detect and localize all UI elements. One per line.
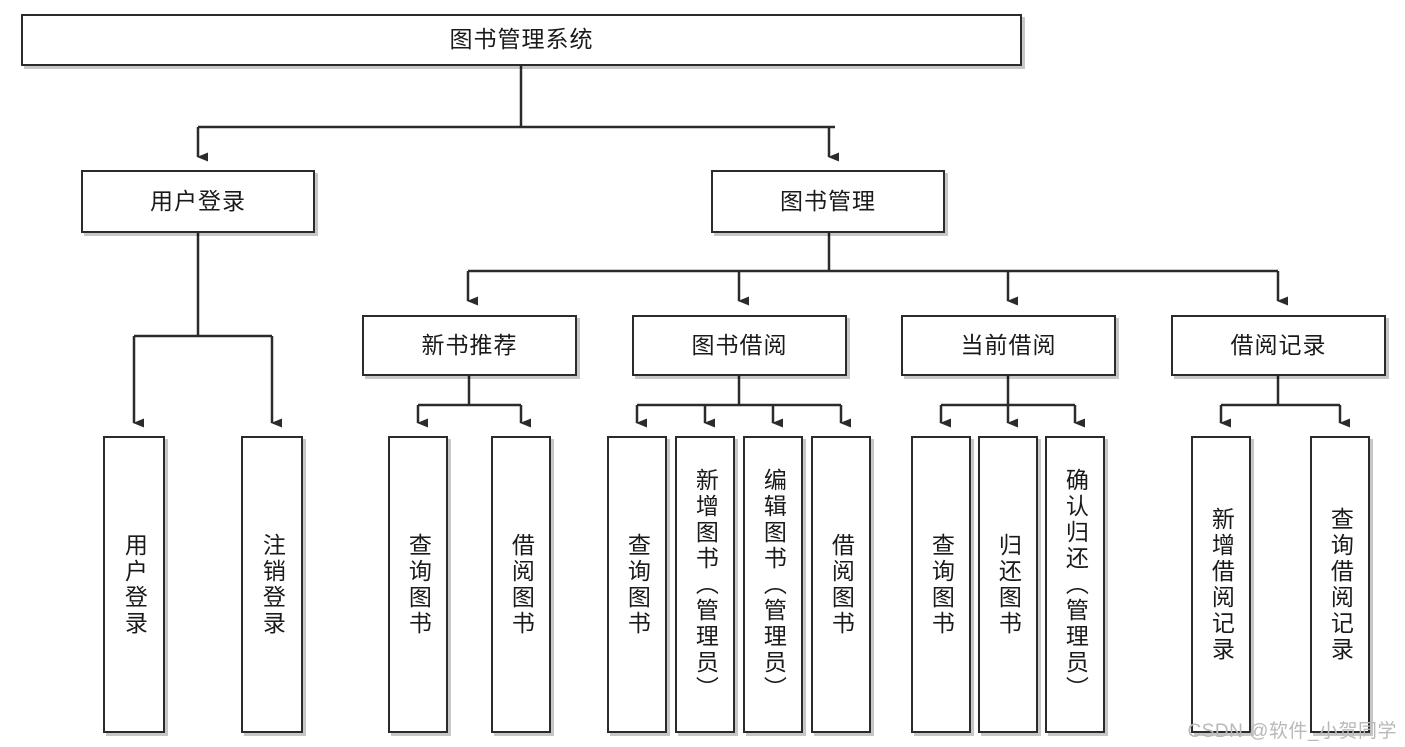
node-leaf-borrow-book-2[interactable]: 借阅图书 bbox=[811, 436, 871, 733]
node-new-book-recommend-label: 新书推荐 bbox=[421, 331, 518, 358]
node-root[interactable]: 图书管理系统 bbox=[21, 14, 1022, 66]
node-leaf-borrow-book-1-label: 借阅图书 bbox=[508, 532, 535, 637]
node-book-borrow-label: 图书借阅 bbox=[691, 331, 788, 358]
node-user-login[interactable]: 用户登录 bbox=[81, 170, 315, 233]
node-leaf-add-record[interactable]: 新增借阅记录 bbox=[1191, 436, 1251, 733]
node-leaf-query-book-2[interactable]: 查询图书 bbox=[607, 436, 667, 733]
node-leaf-edit-book-label: 编辑图书（管理员） bbox=[760, 467, 787, 702]
node-leaf-add-book[interactable]: 新增图书（管理员） bbox=[675, 436, 735, 733]
node-leaf-query-record-label: 查询借阅记录 bbox=[1327, 506, 1354, 663]
node-current-borrow[interactable]: 当前借阅 bbox=[901, 315, 1116, 376]
node-book-manage-label: 图书管理 bbox=[780, 187, 876, 214]
node-leaf-confirm-return[interactable]: 确认归还（管理员） bbox=[1045, 436, 1105, 733]
node-leaf-confirm-return-label: 确认归还（管理员） bbox=[1062, 467, 1089, 702]
node-leaf-borrow-book-1[interactable]: 借阅图书 bbox=[491, 436, 551, 733]
node-book-manage[interactable]: 图书管理 bbox=[711, 170, 945, 233]
node-leaf-borrow-book-2-label: 借阅图书 bbox=[828, 532, 855, 637]
node-book-borrow[interactable]: 图书借阅 bbox=[632, 315, 847, 376]
node-borrow-record-label: 借阅记录 bbox=[1230, 331, 1327, 358]
node-leaf-query-book-1[interactable]: 查询图书 bbox=[388, 436, 448, 733]
node-leaf-return-book[interactable]: 归还图书 bbox=[978, 436, 1038, 733]
node-leaf-add-record-label: 新增借阅记录 bbox=[1208, 506, 1235, 663]
node-leaf-user-login[interactable]: 用户登录 bbox=[103, 436, 165, 733]
node-leaf-query-book-3-label: 查询图书 bbox=[928, 532, 955, 637]
node-leaf-query-book-2-label: 查询图书 bbox=[624, 532, 651, 637]
node-user-login-label: 用户登录 bbox=[150, 187, 246, 214]
node-leaf-logout[interactable]: 注销登录 bbox=[241, 436, 303, 733]
watermark-text: CSDN @软件_小贺同学 bbox=[1187, 721, 1397, 742]
node-current-borrow-label: 当前借阅 bbox=[960, 331, 1057, 358]
node-leaf-user-login-label: 用户登录 bbox=[121, 532, 148, 637]
node-leaf-logout-label: 注销登录 bbox=[259, 532, 286, 637]
node-borrow-record[interactable]: 借阅记录 bbox=[1171, 315, 1386, 376]
node-leaf-query-book-3[interactable]: 查询图书 bbox=[911, 436, 971, 733]
node-root-label: 图书管理系统 bbox=[449, 26, 594, 53]
node-leaf-edit-book[interactable]: 编辑图书（管理员） bbox=[743, 436, 803, 733]
node-leaf-return-book-label: 归还图书 bbox=[995, 532, 1022, 637]
node-leaf-add-book-label: 新增图书（管理员） bbox=[692, 467, 719, 702]
node-new-book-recommend[interactable]: 新书推荐 bbox=[362, 315, 577, 376]
node-leaf-query-record[interactable]: 查询借阅记录 bbox=[1310, 436, 1370, 733]
node-leaf-query-book-1-label: 查询图书 bbox=[405, 532, 432, 637]
